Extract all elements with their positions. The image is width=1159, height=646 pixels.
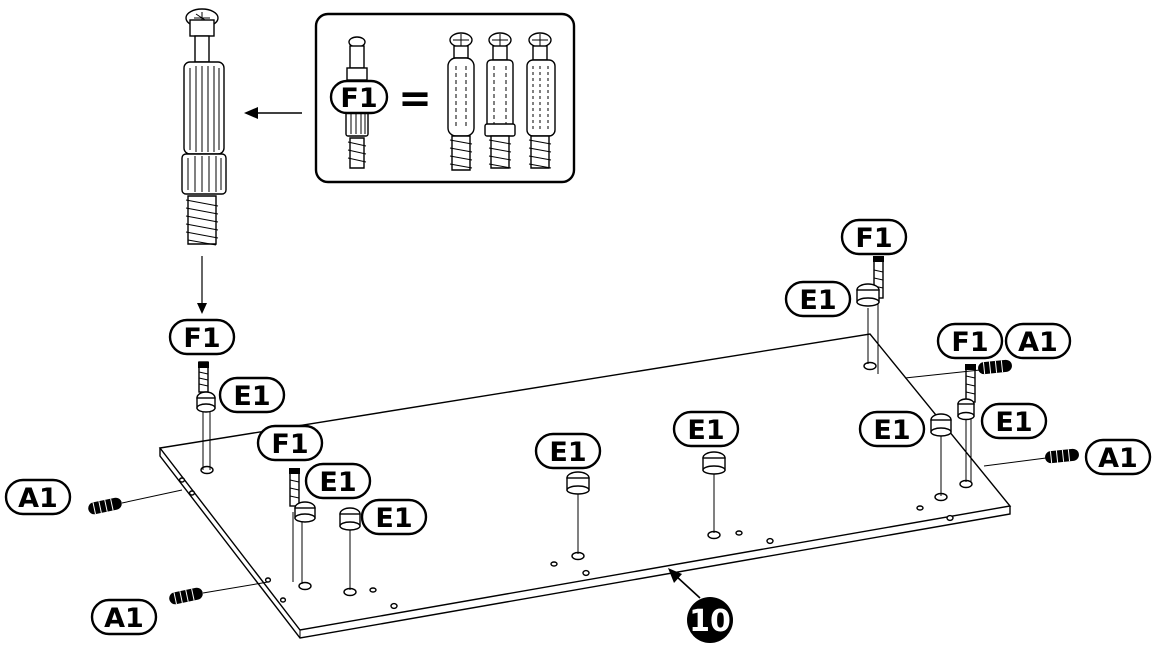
surface-holes [200, 361, 973, 597]
label-e1-right-a: E1 [858, 410, 926, 448]
label-e1-right-b: E1 [980, 402, 1048, 440]
svg-text:E1: E1 [549, 437, 586, 468]
e1-cam-mid-left-a [294, 501, 316, 523]
inset-f1-label: F1 [329, 79, 389, 115]
e1-cam-left [196, 391, 216, 413]
label-a1-right-top: A1 [1004, 322, 1072, 360]
label-f1-top-right: F1 [840, 218, 908, 256]
label-a1-bottom-left: A1 [90, 598, 158, 636]
inset-box: F1 = [314, 12, 576, 184]
equals-sign: = [398, 76, 432, 122]
svg-text:A1: A1 [1018, 327, 1058, 358]
e1-cam-right-b [957, 398, 975, 421]
svg-text:F1: F1 [855, 223, 892, 254]
dowel-left [88, 489, 183, 515]
inset-f1-text: F1 [340, 83, 377, 114]
panel-number: 10 [689, 604, 731, 639]
label-e1-mid-left-b: E1 [360, 498, 428, 536]
svg-text:E1: E1 [233, 381, 270, 412]
label-a1-right: A1 [1084, 438, 1152, 476]
dowel-right [983, 448, 1079, 467]
svg-text:A1: A1 [18, 483, 58, 514]
svg-text:E1: E1 [375, 503, 412, 534]
svg-text:E1: E1 [687, 415, 724, 446]
cam-bolt-detail [181, 8, 227, 314]
e1-cam-right-a [930, 413, 952, 496]
label-e1-mid-left-a: E1 [304, 462, 372, 500]
f1-bolt-right [965, 364, 976, 482]
dowel-right-top [904, 359, 1012, 379]
panel-number-callout: 10 [668, 568, 733, 643]
f1-bolt-mid-left [289, 468, 303, 584]
svg-text:E1: E1 [995, 407, 1032, 438]
label-f1-right: F1 [936, 322, 1004, 360]
inset-bolt-small [345, 36, 369, 169]
svg-text:E1: E1 [319, 467, 356, 498]
label-e1-center-b: E1 [672, 410, 740, 448]
pointer-arrow [244, 107, 302, 119]
svg-text:E1: E1 [873, 415, 910, 446]
e1-cam-top-right [856, 283, 880, 307]
svg-text:A1: A1 [104, 603, 144, 634]
svg-text:A1: A1 [1098, 443, 1138, 474]
label-e1-center-a: E1 [534, 432, 602, 470]
inset-bolt-variant-3 [526, 32, 556, 169]
e1-cam-mid-left-b [339, 507, 361, 590]
edge-holes [178, 477, 954, 610]
label-e1-left: E1 [218, 376, 286, 414]
label-f1-mid-left: F1 [256, 424, 324, 462]
label-a1-left: A1 [4, 478, 72, 516]
svg-text:F1: F1 [271, 429, 308, 460]
svg-text:E1: E1 [799, 285, 836, 316]
svg-text:F1: F1 [951, 327, 988, 358]
svg-text:F1: F1 [183, 323, 220, 354]
inset-bolt-variant-2 [484, 32, 516, 169]
e1-cam-center-a [566, 471, 590, 554]
inset-bolt-variant-1 [447, 32, 475, 171]
f1-bolt-left [198, 361, 211, 470]
label-f1-left: F1 [168, 318, 236, 356]
e1-cam-center-b [702, 451, 726, 533]
dowel-bottom-left [169, 581, 269, 605]
label-e1-top-right: E1 [784, 280, 852, 318]
